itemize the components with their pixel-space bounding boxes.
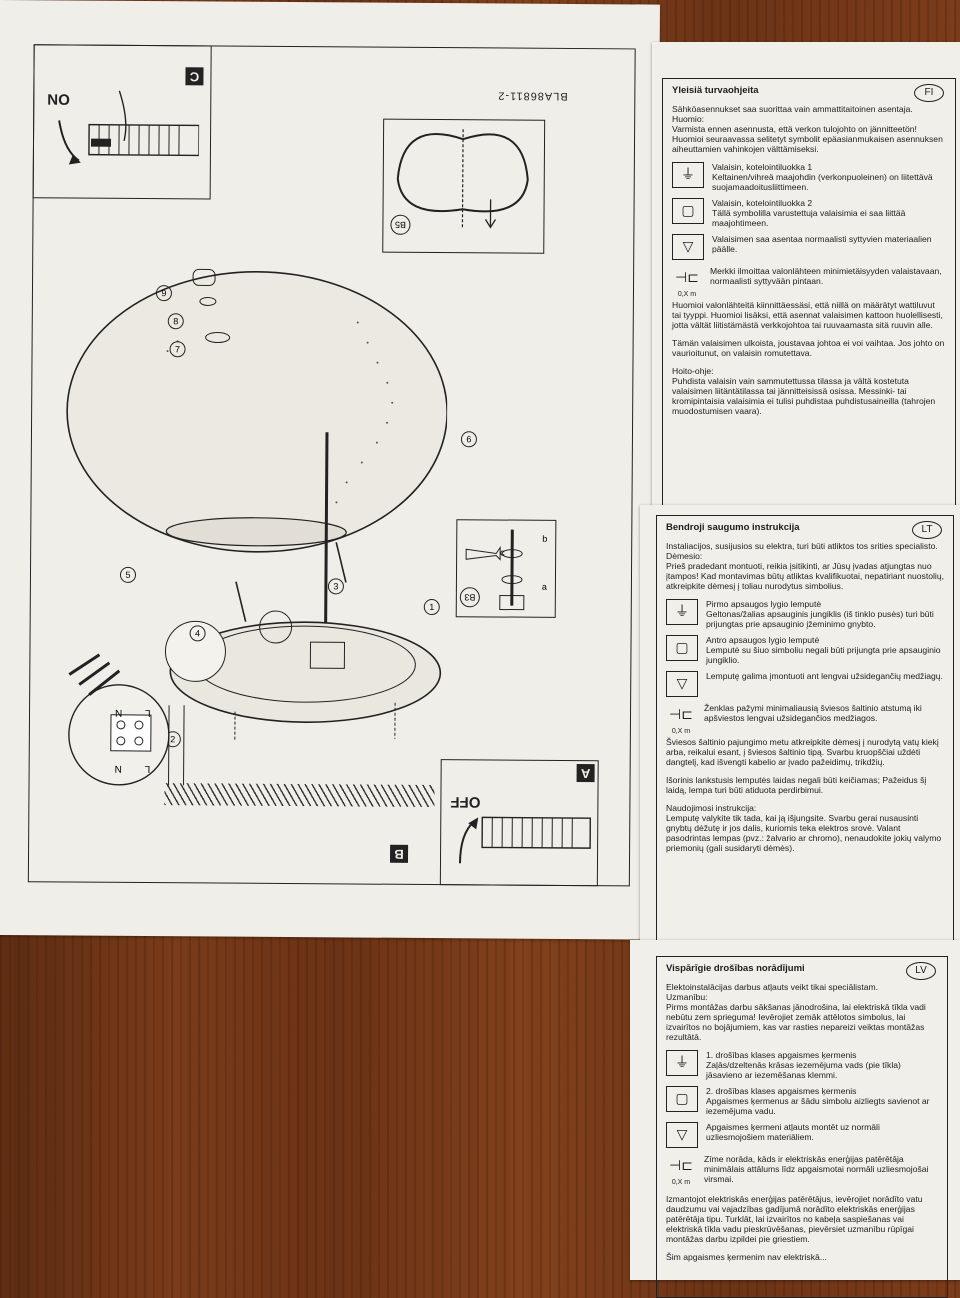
double-square-icon: ▢: [666, 1086, 698, 1112]
model-code: BLA86811-2: [497, 89, 567, 101]
lt-title: Bendroji saugumo instrukcija: [666, 523, 800, 533]
ground-icon: ⏚: [672, 162, 704, 188]
arrow-a-label: a: [542, 582, 547, 592]
panel-a-label: A: [577, 764, 595, 782]
lt-usage: Naudojimosi instrukcija:Lemputę valykite…: [666, 803, 944, 853]
distance-icon: ⊣⊏0,X m: [666, 703, 696, 727]
fi-paragraph-2: Tämän valaisimen ulkoista, joustavaa joh…: [672, 338, 946, 358]
switch-off-illustration: [440, 793, 597, 884]
lv-badge: LV: [906, 962, 936, 980]
lv-title: Vispārīgie drošības norādījumi: [666, 964, 805, 974]
fi-symbol-class2: ▢Valaisin, kotelointiluokka 2 Tällä symb…: [672, 198, 946, 228]
lv-symbol-class2: ▢2. drošības klases apgaismes ķermenis A…: [666, 1086, 938, 1116]
step-6-marker: 6: [461, 431, 477, 447]
lithuanian-instructions-sheet: Bendroji saugumo instrukcija LT Instalia…: [640, 505, 960, 965]
lt-intro: Instaliacijos, susijusios su elektra, tu…: [666, 541, 944, 591]
lt-symbol-flammable: ▽Lemputę galima įmontuoti ant lengvai už…: [666, 671, 944, 697]
lv-paragraph-2: Šim apgaismes ķermenim nav elektriskā...: [666, 1252, 938, 1262]
ground-icon: ⏚: [666, 599, 698, 625]
step-5-marker: 5: [120, 567, 136, 583]
terminal-l-top: L: [145, 707, 151, 718]
assembly-diagram-sheet: C ON BLA86811-2 B5 9 8 7: [0, 0, 660, 940]
step-3-marker: 3: [328, 578, 344, 594]
fi-badge: FI: [914, 84, 944, 102]
lt-paragraph-2: Išorinis lankstusis lemputės laidas nega…: [666, 775, 944, 795]
ceiling-hatching: [164, 783, 434, 807]
distance-icon: ⊣⊏0,X m: [672, 266, 702, 290]
fi-paragraph-1: Huomioi valonlähteitä kiinnittäessäsi, e…: [672, 300, 946, 330]
fi-section: Yleisiä turvaohjeita FI Sähköasennukset …: [662, 78, 954, 506]
arrow-b-label: b: [542, 534, 547, 544]
f-triangle-icon: ▽: [666, 671, 698, 697]
step-7-marker: 7: [170, 341, 186, 357]
step-8-marker: 8: [168, 313, 184, 329]
lt-section: Bendroji saugumo instrukcija LT Instalia…: [656, 515, 952, 955]
ground-icon: ⏚: [666, 1050, 698, 1076]
terminal-l-bottom: L: [145, 763, 151, 774]
lv-symbol-flammable: ▽Apgaismes ķermeni atļauts montēt uz nor…: [666, 1122, 938, 1148]
lv-symbol-class1: ⏚1. drošības klases apgaismes ķermenis Z…: [666, 1050, 938, 1080]
step-9-marker: 9: [156, 285, 172, 301]
f-triangle-icon: ▽: [672, 234, 704, 260]
lv-section: Vispārīgie drošības norādījumi LV Elekto…: [656, 956, 946, 1280]
terminal-n-top: N: [115, 707, 122, 718]
step-1-marker: 1: [424, 599, 440, 615]
latvian-instructions-sheet: Vispārīgie drošības norādījumi LV Elekto…: [630, 940, 960, 1280]
fi-symbol-class1: ⏚Valaisin, kotelointiluokka 1 Keltainen/…: [672, 162, 946, 192]
fi-intro: Sähköasennukset saa suorittaa vain ammat…: [672, 104, 946, 154]
lt-symbol-class1: ⏚Pirmo apsaugos lygio lemputė Geltonas/ž…: [666, 599, 944, 629]
distance-icon: ⊣⊏0,X m: [666, 1154, 696, 1178]
lv-intro: Elektoinstalācijas darbus atļauts veikt …: [666, 982, 938, 1042]
fi-care: Hoito-ohje:Puhdista valaisin vain sammut…: [672, 366, 946, 416]
double-square-icon: ▢: [666, 635, 698, 661]
step-4-marker: 4: [190, 625, 206, 641]
lt-symbol-class2: ▢Antro apsaugos lygio lemputė Lemputė su…: [666, 635, 944, 665]
switch-on-illustration: [39, 80, 200, 191]
lv-paragraph-1: Izmantojot elektriskās enerģijas patērēt…: [666, 1194, 938, 1244]
arrow-c-label: c: [500, 548, 505, 558]
fi-symbol-flammable: ▽Valaisimen saa asentaa normaalisti sytt…: [672, 234, 946, 260]
lt-badge: LT: [912, 521, 942, 539]
panel-b-label: B: [390, 845, 408, 863]
double-square-icon: ▢: [672, 198, 704, 224]
terminal-n-bottom: N: [115, 763, 122, 774]
f-triangle-icon: ▽: [666, 1122, 698, 1148]
step-b3-label: B3: [460, 587, 480, 607]
fi-title: Yleisiä turvaohjeita: [672, 86, 759, 96]
step-b5-label: B5: [390, 215, 410, 235]
lt-paragraph-1: Šviesos šaltinio pajungimo metu atkreipk…: [666, 737, 944, 767]
